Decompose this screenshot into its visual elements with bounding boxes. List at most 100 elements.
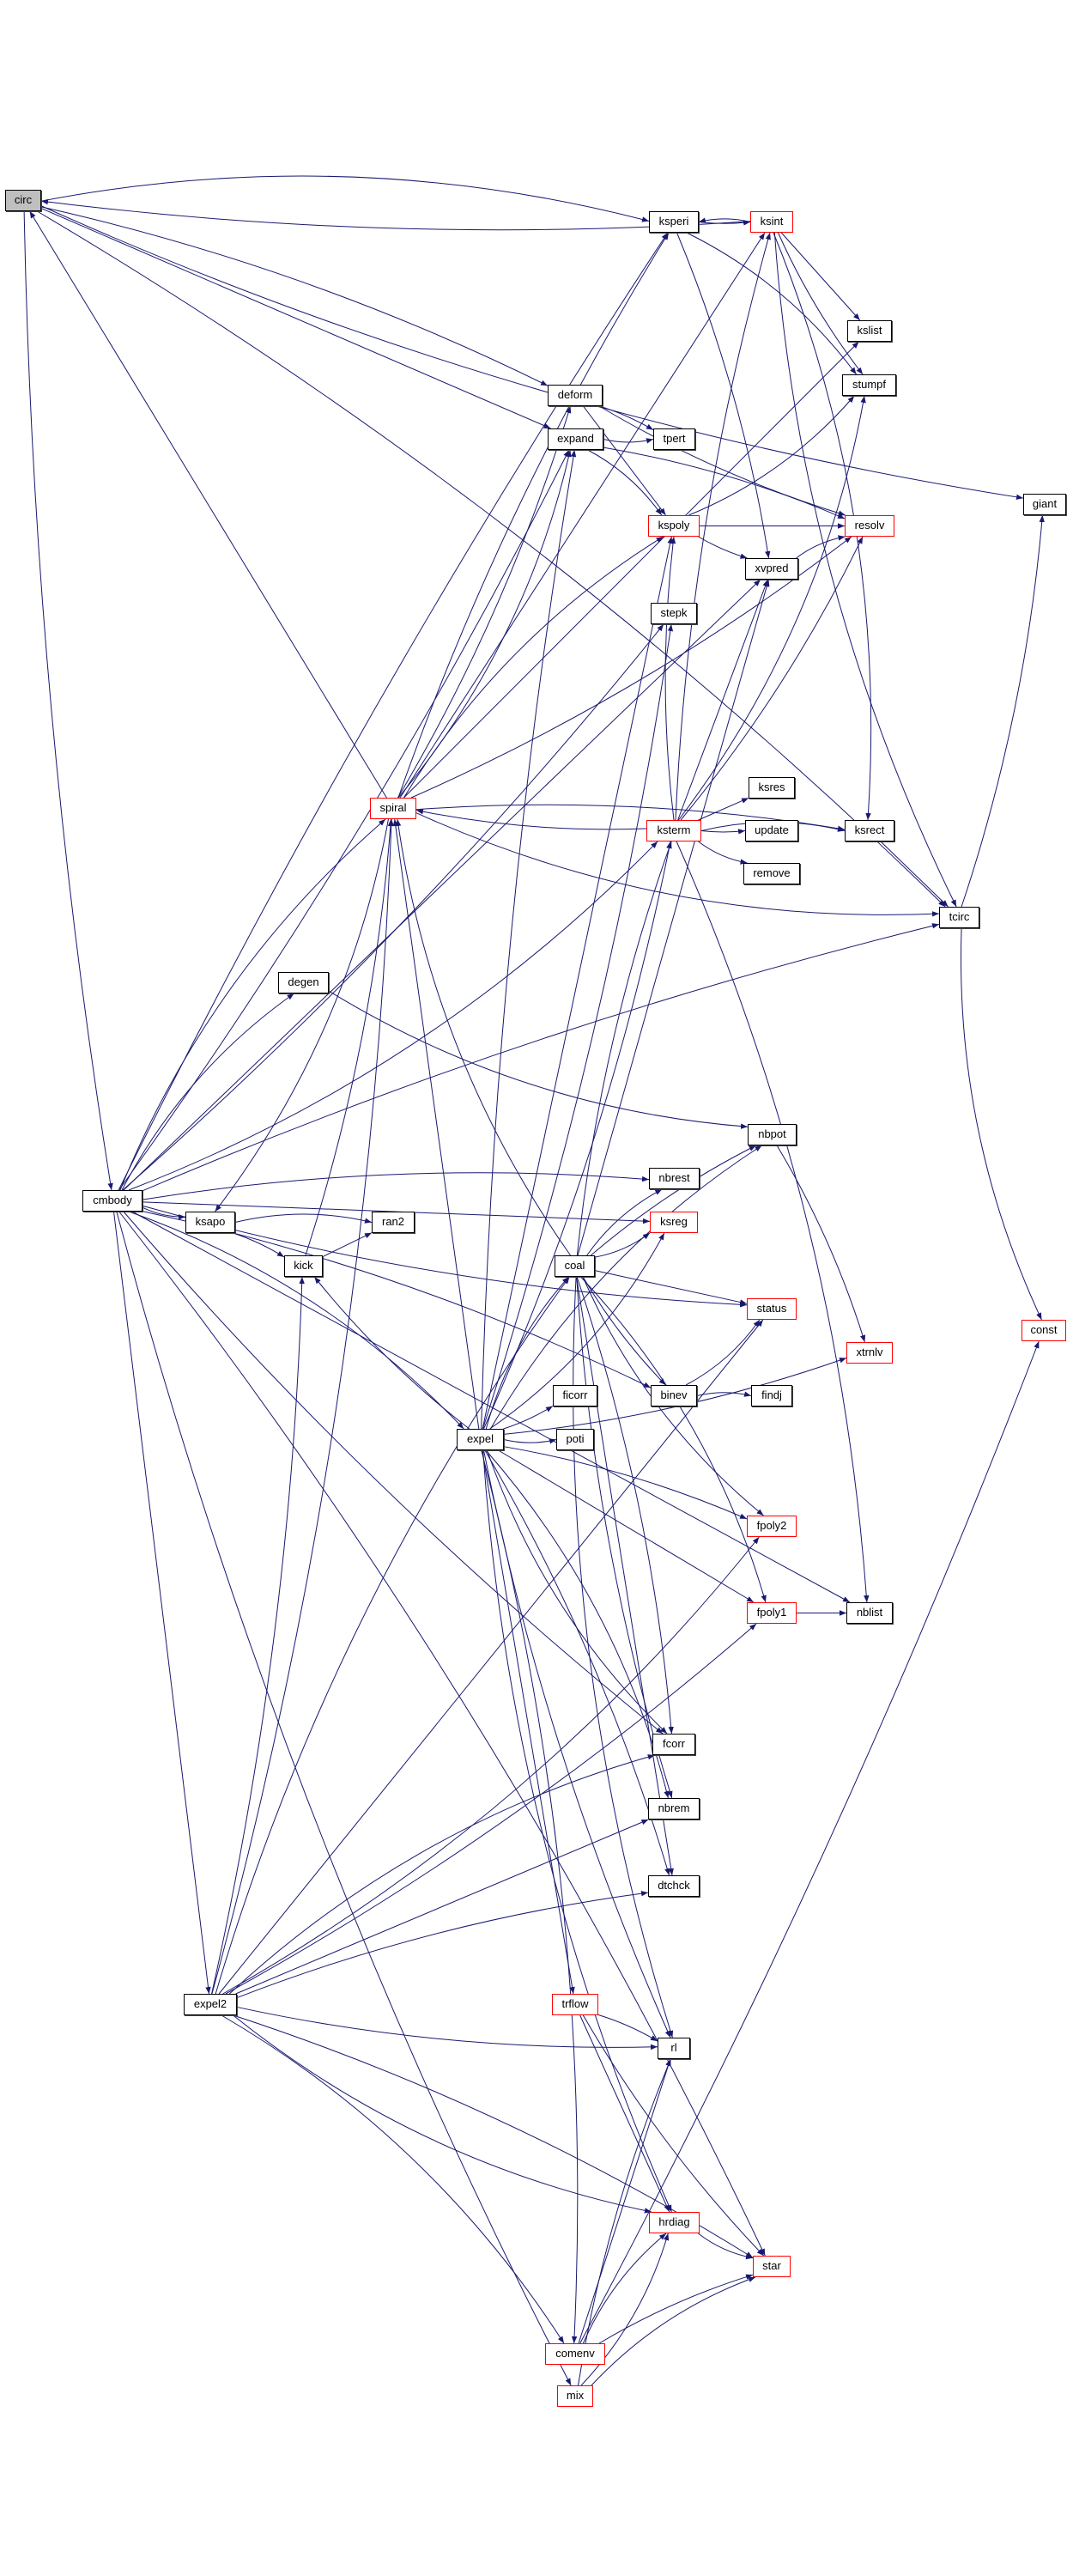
- node-stumpf[interactable]: stumpf: [842, 374, 896, 396]
- node-fcorr[interactable]: fcorr: [652, 1734, 695, 1755]
- edge-cmbody-to-mix: [116, 1211, 572, 2386]
- edge-kick-to-ran2: [322, 1232, 373, 1257]
- edge-hrdiag-to-star: [698, 2233, 754, 2260]
- node-xvpred[interactable]: xvpred: [745, 558, 798, 580]
- edge-trflow-to-star: [582, 2014, 764, 2257]
- node-spiral[interactable]: spiral: [370, 798, 416, 819]
- edge-expel2-to-dtchck: [236, 1891, 649, 1999]
- node-binev[interactable]: binev: [651, 1385, 697, 1406]
- edge-spiral-to-deform: [397, 405, 572, 799]
- node-cmbody[interactable]: cmbody: [82, 1190, 142, 1212]
- node-xtrnlv[interactable]: xtrnlv: [846, 1342, 893, 1364]
- edge-expand-to-tpert: [603, 438, 654, 444]
- node-ksres[interactable]: ksres: [749, 777, 795, 799]
- edge-ksterm-to-update: [700, 829, 746, 835]
- edge-ksterm-to-resolv: [680, 536, 864, 821]
- edge-cmbody-to-binev: [142, 1211, 652, 1388]
- node-trflow[interactable]: trflow: [552, 1994, 598, 2015]
- edge-spiral-to-kslist: [403, 341, 859, 799]
- edge-circ-to-expand: [40, 208, 551, 429]
- node-update[interactable]: update: [745, 820, 798, 841]
- node-circ[interactable]: circ: [5, 190, 41, 211]
- edge-expel2-to-spiral: [211, 818, 394, 1995]
- edge-cmbody-to-degen: [121, 993, 294, 1191]
- node-ficorr[interactable]: ficorr: [553, 1385, 597, 1406]
- edge-ksterm-to-nblist: [676, 841, 870, 1603]
- node-kick[interactable]: kick: [284, 1255, 323, 1277]
- node-deform[interactable]: deform: [548, 385, 603, 406]
- node-ksint[interactable]: ksint: [750, 211, 793, 233]
- edge-coal-to-nbpot: [590, 1145, 756, 1256]
- node-const[interactable]: const: [1022, 1320, 1066, 1341]
- node-ksperi[interactable]: ksperi: [649, 211, 699, 233]
- edge-mix-to-star: [591, 2276, 756, 2386]
- node-degen[interactable]: degen: [278, 972, 329, 993]
- edge-coal-to-status: [594, 1270, 748, 1305]
- edge-ksapo-to-kick: [233, 1232, 285, 1258]
- node-nblist[interactable]: nblist: [846, 1602, 893, 1624]
- edge-coal-to-nbrem: [576, 1276, 673, 1799]
- edge-circ-to-deform: [40, 206, 549, 386]
- edge-spiral-to-ksapo: [215, 818, 389, 1212]
- node-tpert[interactable]: tpert: [653, 428, 695, 450]
- node-fpoly1[interactable]: fpoly1: [747, 1602, 797, 1624]
- node-stepk[interactable]: stepk: [651, 603, 697, 624]
- node-ksrect[interactable]: ksrect: [845, 820, 894, 841]
- edge-ksint-to-stumpf: [778, 232, 864, 375]
- edge-deform-to-resolv: [598, 405, 846, 516]
- node-nbrem[interactable]: nbrem: [648, 1798, 700, 1820]
- edge-ksterm-to-ksres: [698, 797, 749, 821]
- node-dtchck[interactable]: dtchck: [648, 1875, 700, 1897]
- node-resolv[interactable]: resolv: [845, 515, 894, 537]
- edge-deform-to-tpert: [599, 405, 654, 431]
- node-kslist[interactable]: kslist: [847, 320, 892, 342]
- edge-deform-to-kspoly: [583, 405, 666, 516]
- edge-spiral-to-ksint: [399, 232, 766, 799]
- edge-expel2-to-fcorr: [228, 1754, 655, 1995]
- node-expel[interactable]: expel: [457, 1429, 504, 1450]
- node-comenv[interactable]: comenv: [545, 2343, 605, 2365]
- node-giant[interactable]: giant: [1023, 494, 1066, 515]
- node-status[interactable]: status: [747, 1298, 797, 1320]
- node-findj[interactable]: findj: [751, 1385, 792, 1406]
- edge-coal-to-fpoly1: [580, 1276, 767, 1603]
- edge-ksrect-to-tcirc: [880, 841, 949, 908]
- edge-ksterm-to-stumpf: [678, 395, 866, 821]
- edge-cmbody-to-expel2: [113, 1211, 211, 1995]
- edge-cmbody-to-nblist: [131, 1211, 851, 1603]
- node-mix[interactable]: mix: [557, 2385, 593, 2407]
- edge-expel-to-stepk: [482, 623, 674, 1430]
- edge-expel-to-spiral: [392, 818, 480, 1430]
- edge-coal-to-ksreg: [594, 1232, 651, 1258]
- node-fpoly2[interactable]: fpoly2: [747, 1516, 797, 1537]
- node-rl[interactable]: rl: [658, 2038, 690, 2059]
- node-hrdiag[interactable]: hrdiag: [649, 2212, 700, 2233]
- edge-expel-to-rl: [482, 1449, 671, 2038]
- node-ksreg[interactable]: ksreg: [650, 1212, 698, 1233]
- node-expel2[interactable]: expel2: [184, 1994, 237, 2015]
- edge-ksterm-to-remove: [698, 841, 748, 865]
- edge-expel-to-hrdiag: [482, 1449, 672, 2213]
- edge-cmbody-to-star: [118, 1211, 766, 2257]
- edge-kick-to-spiral: [305, 818, 394, 1256]
- node-coal[interactable]: coal: [555, 1255, 595, 1277]
- node-ksterm[interactable]: ksterm: [646, 820, 701, 841]
- node-ran2[interactable]: ran2: [372, 1212, 415, 1233]
- edge-nbpot-to-xtrnlv: [776, 1145, 866, 1343]
- edge-expel-to-expand: [481, 449, 577, 1430]
- node-kspoly[interactable]: kspoly: [648, 515, 700, 537]
- node-remove[interactable]: remove: [743, 863, 800, 884]
- node-star[interactable]: star: [753, 2256, 791, 2277]
- node-expand[interactable]: expand: [548, 428, 603, 450]
- edge-circ-to-tcirc: [37, 210, 946, 908]
- node-poti[interactable]: poti: [556, 1429, 594, 1450]
- edge-degen-to-nbpot: [328, 990, 749, 1129]
- edge-ksint-to-circ: [40, 198, 751, 231]
- edge-expel2-to-fpoly1: [225, 1623, 757, 1995]
- node-nbpot[interactable]: nbpot: [748, 1124, 797, 1145]
- node-ksapo[interactable]: ksapo: [185, 1212, 235, 1233]
- edge-spiral-to-ksperi: [397, 232, 670, 799]
- node-tcirc[interactable]: tcirc: [939, 907, 979, 928]
- node-nbrest[interactable]: nbrest: [649, 1168, 700, 1189]
